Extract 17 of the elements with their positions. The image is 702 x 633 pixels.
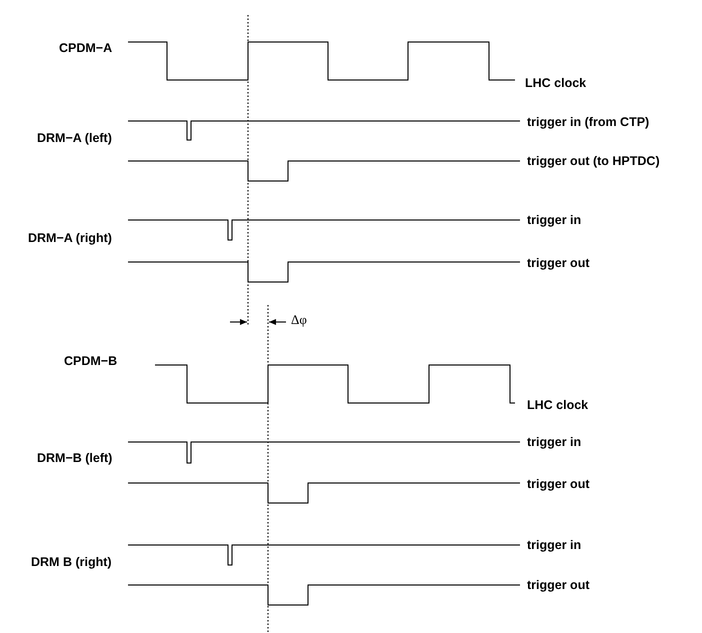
signal-label: LHC clock [525,76,586,90]
board-label: CPDM−B [64,354,118,368]
signal-label: trigger in [527,435,582,449]
signal-label: trigger in (from CTP) [527,115,650,129]
signal-label: trigger in [527,213,582,227]
signal-label: trigger out (to HPTDC) [527,154,660,168]
board-label: DRM−A (right) [28,231,112,245]
board-label: CPDM−A [59,41,112,55]
board-label: DRM B (right) [31,555,112,569]
board-label: DRM−B (left) [37,451,112,465]
phase-shift-label: Δφ [291,313,307,327]
signal-label: LHC clock [527,398,588,412]
signal-label: trigger in [527,538,582,552]
signal-label: trigger out [527,256,590,270]
signal-label: trigger out [527,578,590,592]
board-label: DRM−A (left) [37,131,112,145]
signal-label: trigger out [527,477,590,491]
